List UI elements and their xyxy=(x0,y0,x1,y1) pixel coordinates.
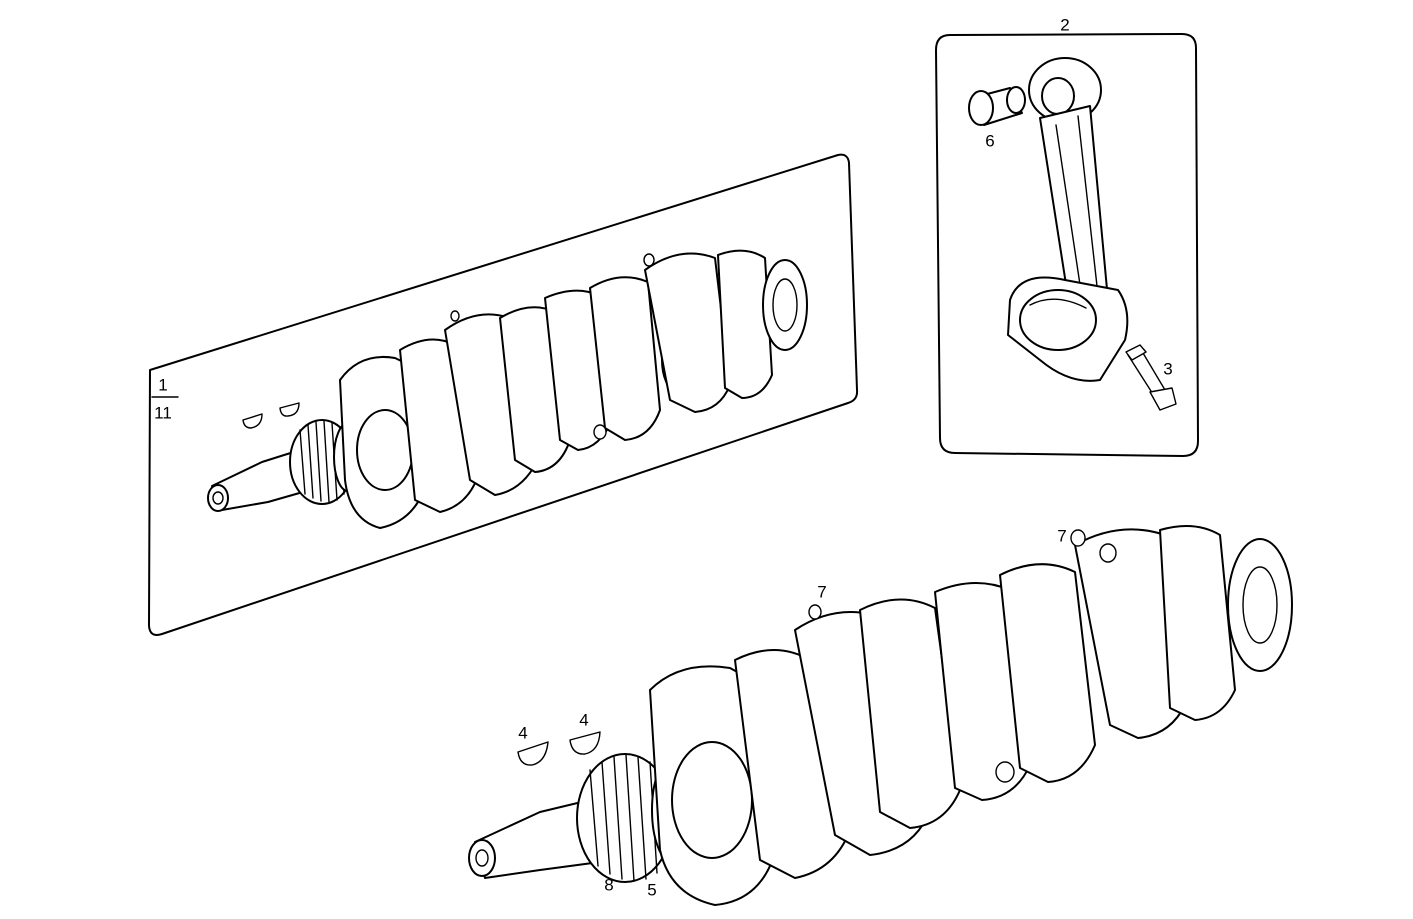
small-crankshaft xyxy=(207,249,808,529)
plug-top-label: 7 xyxy=(1057,526,1067,546)
plug-mid-label: 7 xyxy=(817,582,827,602)
crankshaft-kit-panel xyxy=(148,153,859,636)
connecting-rod-panel xyxy=(935,33,1199,457)
main-crankshaft xyxy=(468,525,1293,906)
conrod-bolt-label: 3 xyxy=(1163,359,1173,379)
conrod-group-label: 2 xyxy=(1060,15,1070,35)
kit-fraction-denominator: 11 xyxy=(154,403,172,423)
kit-fraction-numerator: 1 xyxy=(158,375,168,395)
key-left-label: 4 xyxy=(518,723,528,743)
key-right-label: 4 xyxy=(579,710,589,730)
bushing-label: 6 xyxy=(985,131,995,151)
connecting-rod xyxy=(968,57,1177,411)
gear-label: 5 xyxy=(647,880,657,900)
sprocket-label: 8 xyxy=(604,875,614,895)
